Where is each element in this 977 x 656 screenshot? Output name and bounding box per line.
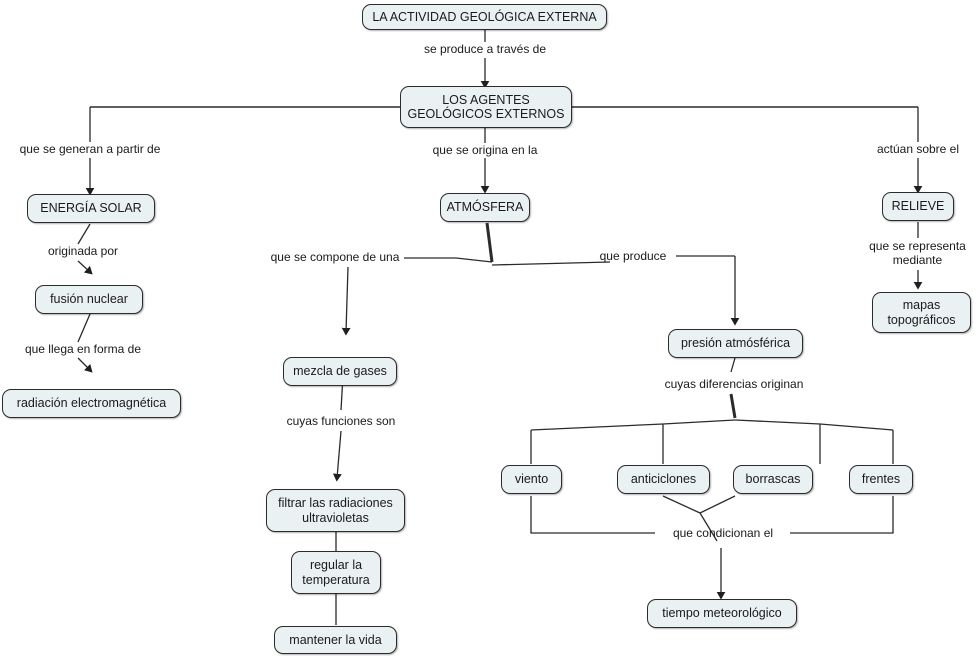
- edge-fusion-radiacion: [77, 357, 93, 373]
- edge-borrascas-converge: [699, 495, 736, 514]
- node-filtrar-radiaciones[interactable]: filtrar las radiaciones ultravioletas: [266, 489, 405, 532]
- link-label-que-se-origina: que se origina en la: [432, 142, 538, 157]
- node-borrascas[interactable]: borrascas: [733, 465, 813, 494]
- edge-atmosfera-stem: [485, 222, 494, 263]
- node-relieve[interactable]: RELIEVE: [882, 192, 954, 221]
- edge-compone-mezcla: [341, 266, 351, 336]
- link-label-que-se-compone: que se compone de una: [270, 249, 400, 264]
- node-fusion-nuclear[interactable]: fusión nuclear: [35, 285, 143, 314]
- node-atmosfera[interactable]: ATMÓSFERA: [440, 193, 530, 222]
- node-root[interactable]: LA ACTIVIDAD GEOLÓGICA EXTERNA: [362, 4, 607, 30]
- link-label-originada-por: originada por: [47, 243, 119, 258]
- link-label-que-se-representa: que se representa mediante: [869, 239, 966, 267]
- edge-energia-fusion: [77, 260, 93, 275]
- node-frentes[interactable]: frentes: [849, 465, 913, 494]
- node-radiacion-electromagnetica[interactable]: radiación electromagnética: [2, 389, 181, 418]
- edge-anticiclones-converge: [662, 495, 701, 514]
- node-mantener-la-vida[interactable]: mantener la vida: [274, 626, 397, 654]
- link-label-actuan-sobre: actúan sobre el: [876, 141, 960, 156]
- node-presion-atmosferica[interactable]: presión atmósférica: [668, 329, 803, 358]
- node-viento[interactable]: viento: [501, 465, 562, 494]
- edge-fan-left: [530, 419, 736, 431]
- edge-viento-converge: [530, 496, 655, 534]
- node-regular-temperatura[interactable]: regular la temperatura: [291, 551, 381, 594]
- link-label-que-condicionan: que condicionan el: [672, 525, 774, 540]
- edge-diferencias-stem: [729, 393, 737, 419]
- link-label-cuyas-diferencias: cuyas diferencias originan: [664, 376, 804, 391]
- edge-fusion-label: [77, 313, 91, 343]
- node-agentes-geologicos[interactable]: LOS AGENTES GEOLÓGICOS EXTERNOS: [400, 86, 572, 128]
- edge-presion-label: [730, 357, 736, 373]
- edge-energia-label: [77, 223, 91, 245]
- node-anticiclones[interactable]: anticiclones: [617, 465, 710, 494]
- link-label-cuyas-funciones: cuyas funciones son: [286, 413, 396, 428]
- node-mapas-topograficos[interactable]: mapas topográficos: [872, 292, 971, 333]
- link-label-se-produce: se produce a través de: [423, 41, 547, 56]
- link-label-que-produce: que produce: [599, 248, 667, 263]
- node-tiempo-meteorologico[interactable]: tiempo meteorológico: [647, 599, 797, 628]
- node-mezcla-de-gases[interactable]: mezcla de gases: [283, 357, 397, 386]
- node-energia-solar[interactable]: ENERGÍA SOLAR: [27, 194, 155, 223]
- edge-atmosfera-left-hook: [455, 257, 493, 263]
- edge-frentes-converge: [790, 496, 894, 534]
- link-label-que-llega: que llega en forma de: [24, 341, 142, 356]
- edge-funciones-filtrar: [332, 430, 342, 482]
- link-label-que-se-generan: que se generan a partir de: [19, 141, 161, 156]
- edge-fan-right: [734, 419, 894, 431]
